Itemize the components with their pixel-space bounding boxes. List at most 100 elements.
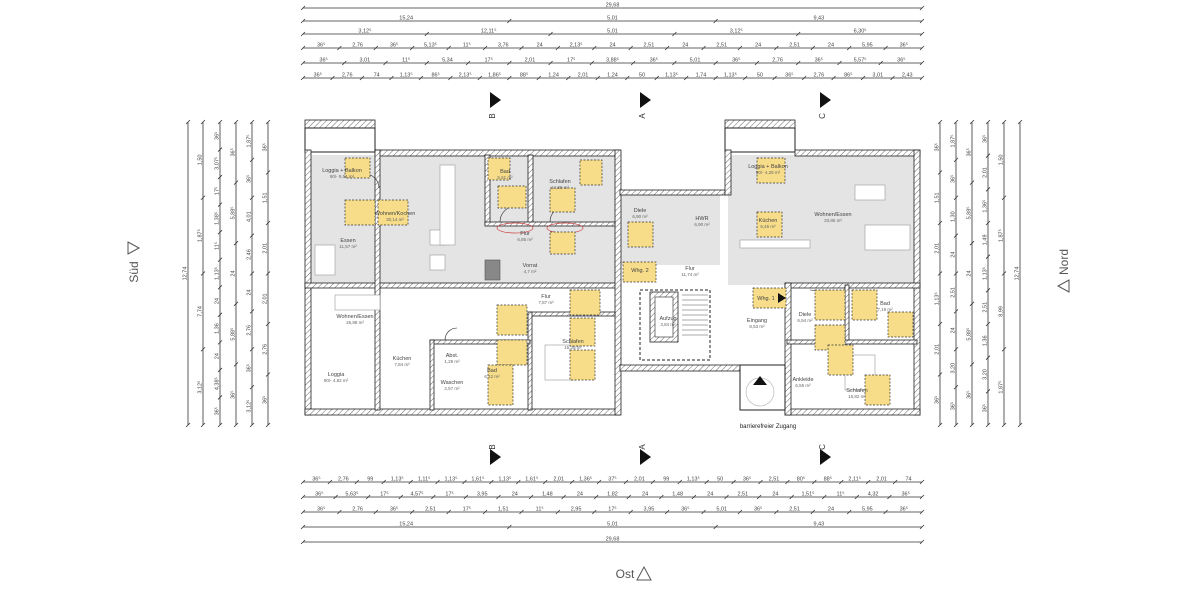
room-area: 26,88 m² — [346, 320, 364, 325]
dimension-tick — [691, 494, 697, 500]
wall — [304, 282, 621, 289]
dimension-label: 17⁵ — [608, 506, 616, 513]
dimension-label: 5,01 — [607, 29, 618, 35]
dimension-label: 36⁵ — [902, 491, 910, 498]
dimension-label: 5,01 — [690, 58, 701, 64]
dimension-tick — [985, 389, 991, 394]
dimension-label: 5,01 — [607, 16, 618, 22]
room-area: 33,85 m² — [824, 218, 842, 223]
dimension-label: 24 — [577, 492, 583, 498]
room-area: 11,74 m² — [681, 272, 699, 277]
dimension-label: 36⁵ — [900, 42, 908, 49]
dimension-tick — [300, 5, 306, 11]
room-name: Flur — [685, 266, 695, 272]
dimension-label: 36⁵ — [743, 476, 751, 483]
dimension-label: 1,30 — [951, 211, 957, 222]
dimension-tick — [713, 18, 718, 24]
dimension-label: 36⁵ — [732, 57, 740, 64]
furniture-clearance-zone — [827, 344, 854, 376]
dimension-tick — [701, 45, 706, 51]
dimension-label: 36⁵ — [390, 506, 398, 513]
dimension-label: 2,01 — [263, 293, 269, 304]
furniture-clearance-zone — [864, 374, 891, 406]
dimension-label: 5,95 — [862, 43, 873, 49]
wall — [304, 149, 312, 416]
dimension-label: 36⁵ — [312, 476, 320, 483]
dimension-tick — [812, 479, 817, 485]
room-name: Schlafen — [846, 388, 867, 394]
section-arrow-icon — [640, 449, 651, 465]
dimension-label: 36⁵ — [317, 506, 325, 513]
room-name: Loggia + Balkon — [322, 168, 362, 174]
room-area: 90/- 9,54 m² — [330, 174, 355, 179]
apartment-label: Whg. 2 — [631, 268, 648, 274]
dimension-tick — [937, 220, 943, 226]
wall — [374, 149, 621, 157]
dimension-tick — [878, 60, 884, 66]
apartment-tag-2: Whg. 2 — [622, 261, 657, 283]
dimension-label: 80⁵ — [797, 476, 805, 483]
dimension-tick — [354, 479, 360, 485]
kitchen-counter — [439, 164, 456, 246]
dimension-tick — [623, 479, 629, 485]
dimension-label: 5,88⁵ — [966, 328, 973, 341]
dimension-tick — [953, 271, 959, 276]
dimension-label: 24 — [642, 492, 648, 498]
dimension-tick — [489, 479, 494, 485]
dimension-tick — [593, 494, 599, 500]
dimension-tick — [758, 479, 763, 485]
dimension-label: 1,13⁵ — [687, 476, 700, 483]
dimension-label: 2,01 — [935, 243, 941, 254]
room-name: Küchen — [759, 218, 778, 224]
room-area: 3,84 m² — [660, 322, 676, 327]
dimension-tick — [249, 195, 255, 201]
dimension-label: 11⁵ — [536, 506, 544, 513]
room-name: Flur — [520, 231, 530, 237]
dimension-label: 11⁵ — [837, 491, 845, 498]
room-area: 6,45 m² — [760, 224, 776, 229]
dimension-label: 11⁵ — [214, 242, 221, 250]
section-label: A — [638, 113, 647, 119]
dimension-tick — [381, 479, 387, 485]
door-swing — [444, 327, 458, 341]
section-arrow-icon — [640, 92, 651, 108]
loggia-top-right — [724, 127, 796, 153]
orientation-north: Nord — [1056, 249, 1071, 293]
dimension-tick — [937, 422, 943, 428]
orientation-label: Nord — [1057, 249, 1071, 275]
dimension-label: 1,48 — [672, 492, 683, 498]
room-name: Wohnen/Essen — [336, 314, 373, 320]
loggia-parapet-left — [304, 119, 376, 129]
dimension-label: 36⁵ — [897, 57, 905, 64]
triangle-icon — [1056, 279, 1070, 293]
furniture-clearance-zone — [579, 159, 603, 186]
room-name: Essen — [340, 238, 355, 244]
dimension-tick — [300, 494, 306, 500]
dimension-tick — [846, 509, 852, 515]
dimension-tick — [333, 494, 338, 500]
dimension-label: 24 — [537, 43, 543, 49]
dimension-tick — [435, 479, 440, 485]
dimension-tick — [507, 18, 512, 24]
entry-arrow-icon — [778, 293, 786, 303]
dimension-label: 1,87⁵ — [950, 134, 957, 147]
dimension-label: 36⁵ — [950, 175, 957, 183]
dimension-tick — [482, 509, 488, 515]
dimension-tick — [1001, 119, 1007, 125]
section-arrow-icon — [820, 92, 831, 108]
wall — [794, 149, 921, 157]
dimension-label: 36⁵ — [681, 506, 689, 513]
dimension-label: 4,01 — [247, 211, 253, 222]
dimension-tick — [865, 479, 871, 485]
